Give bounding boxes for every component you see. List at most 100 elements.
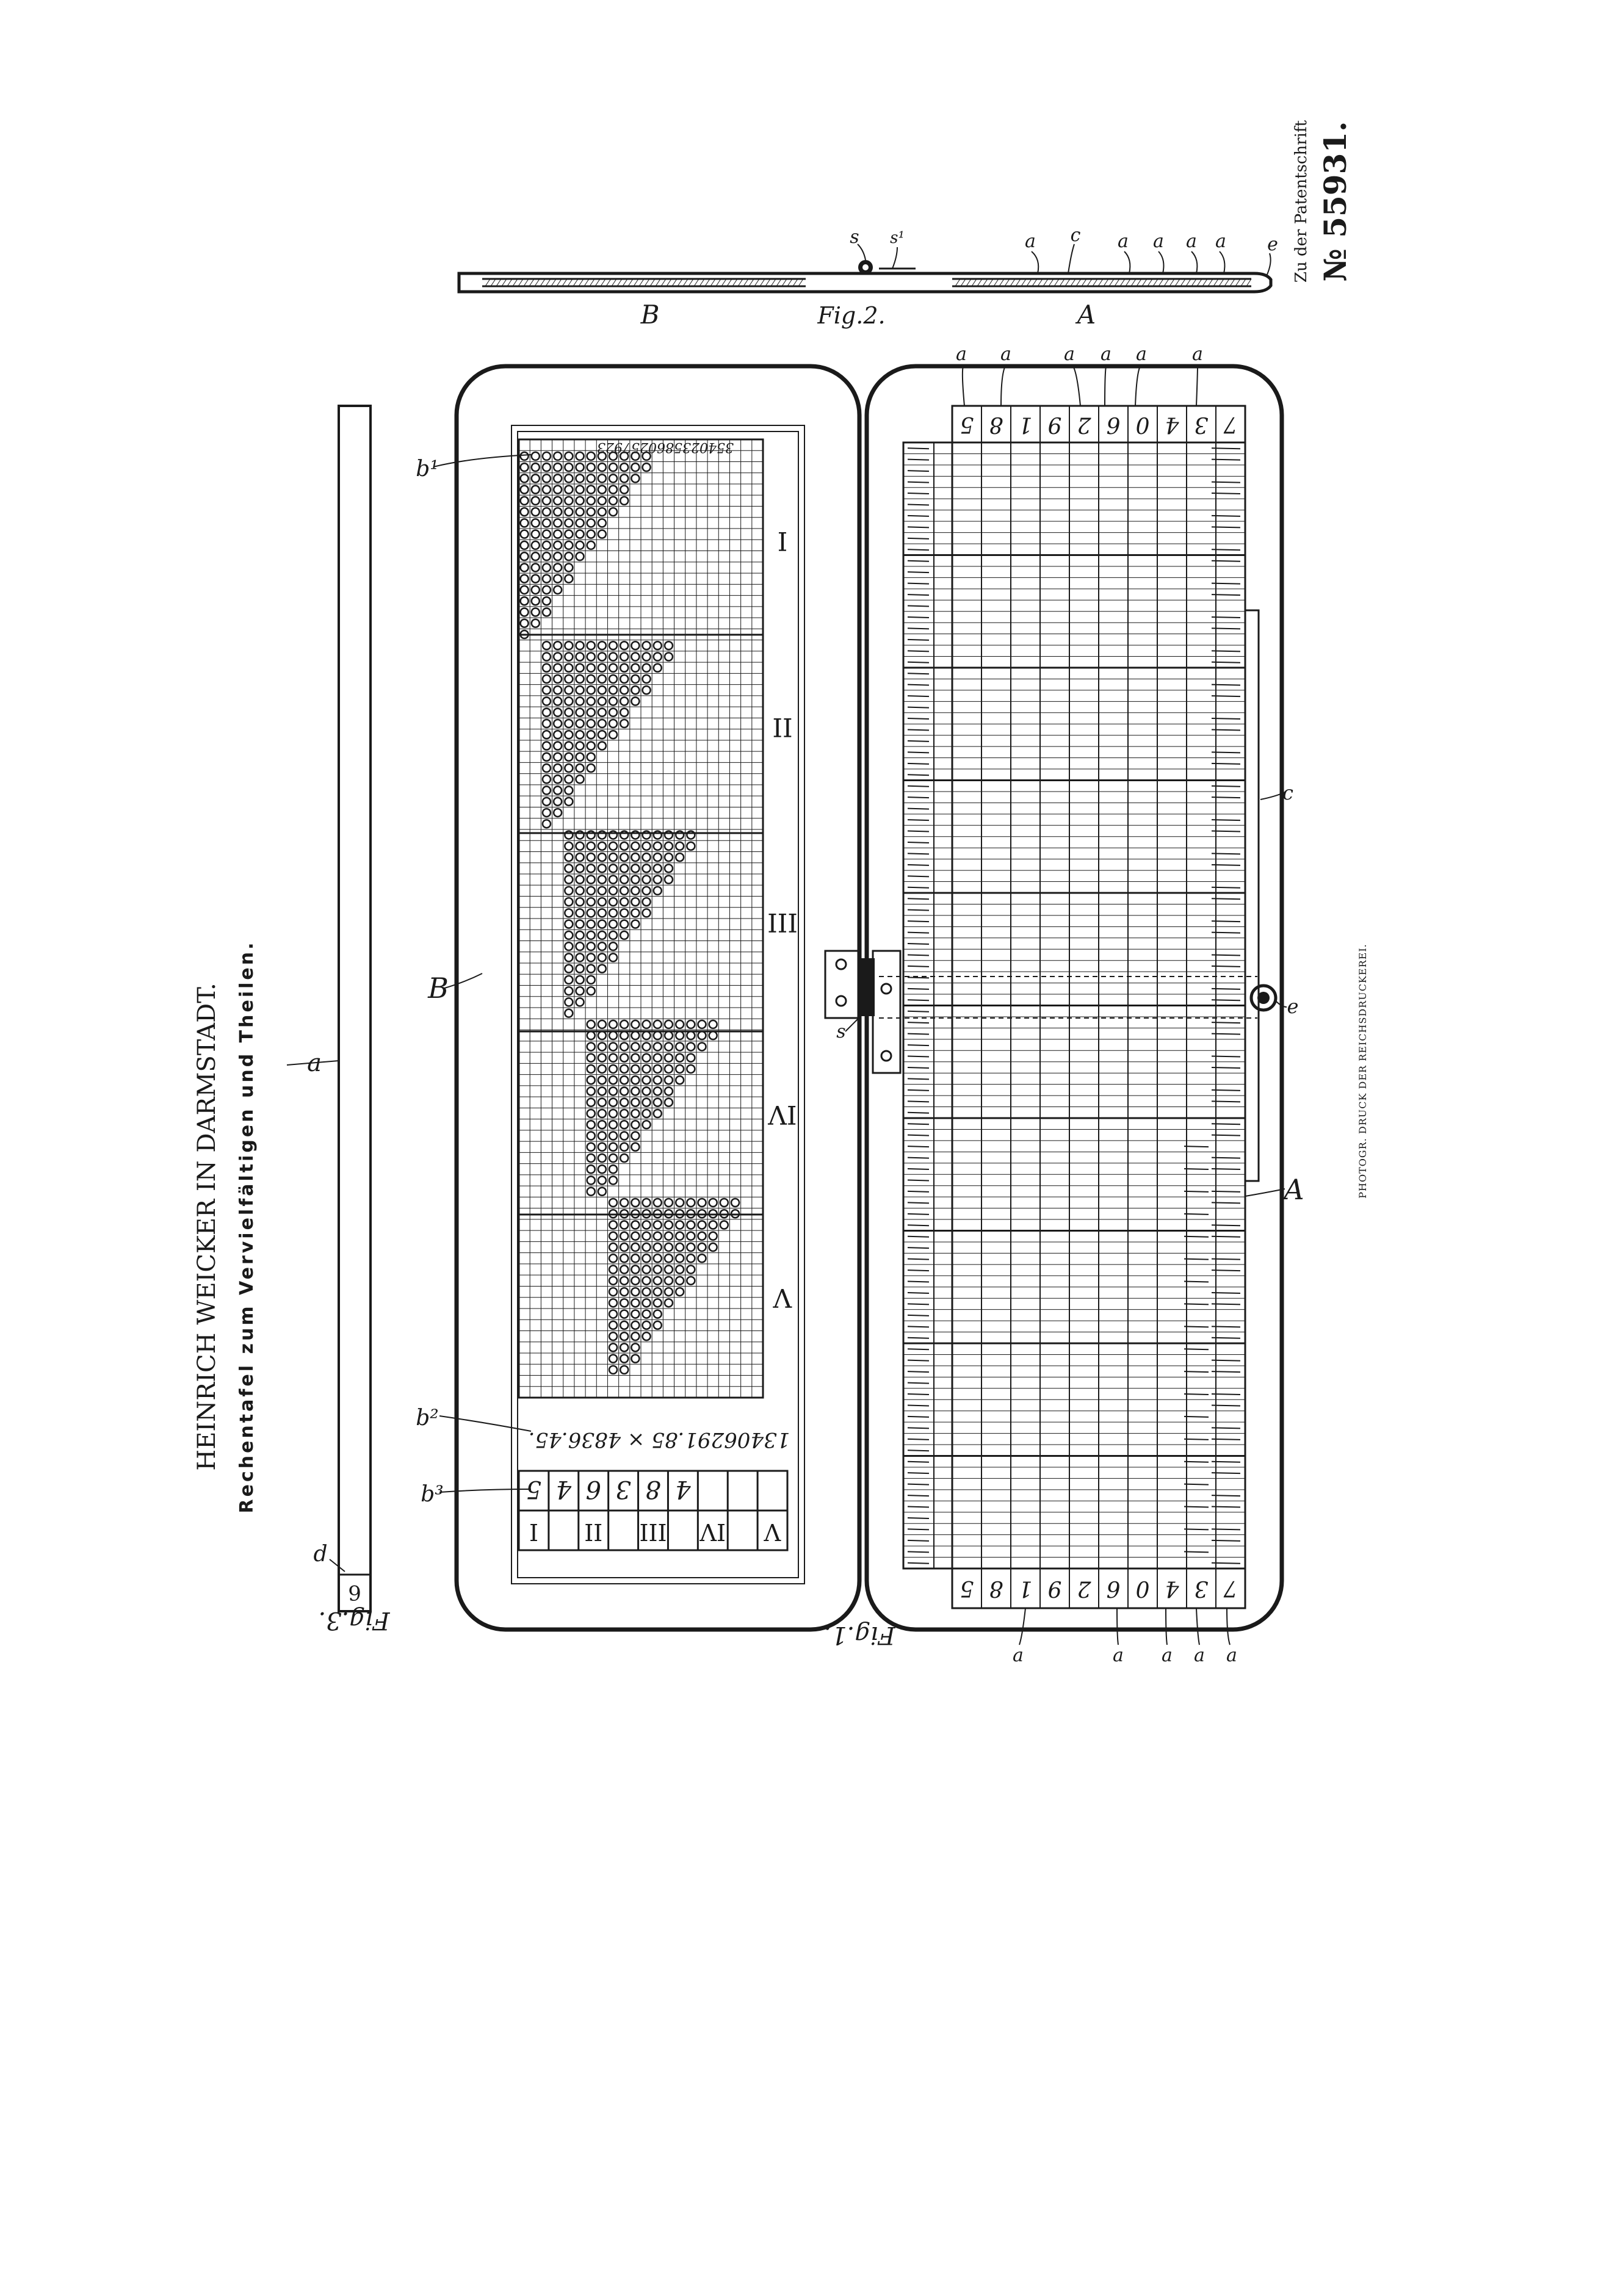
dot [674,1287,685,1297]
hatch-line [649,278,656,287]
dot [541,674,552,684]
row-mark [907,1314,930,1316]
hatch-line [600,278,606,287]
dot [552,640,563,651]
dot [642,1075,651,1085]
board-B-top-number: 3540235860257923 [597,439,734,455]
board-A-rows [903,447,1245,1564]
printer-credit-text: PHOTOGR. DRUCK DER REICHSDRUCKEREI. [1357,944,1368,1198]
hatch-line [611,278,617,287]
dot [619,718,629,729]
dot [697,1197,707,1208]
dot [586,1097,596,1107]
row-mark [1211,594,1241,596]
dot [575,718,585,729]
dot [586,1042,596,1052]
row-mark [907,549,930,551]
dot [642,830,651,840]
dot [652,1254,663,1263]
fig2-label-a4: a [1186,231,1197,252]
dot [608,652,618,662]
dot [586,941,596,951]
dot [608,1254,618,1263]
dot [564,886,574,896]
dot [631,1131,640,1141]
dot [530,607,541,617]
dot [674,1265,685,1274]
hatch-line [1026,278,1032,287]
dot [541,540,552,551]
row-mark [1184,1146,1209,1148]
hatch-line [1246,278,1252,287]
row-mark [1211,1089,1241,1091]
board-A-top-label-a: a [1000,344,1011,365]
dot [597,930,607,940]
dot [631,1343,640,1352]
dot [619,1030,629,1041]
hatch-line [584,278,590,287]
row-mark [1211,1066,1241,1069]
dot [586,707,596,718]
dot [642,1097,651,1107]
dot [608,1064,618,1074]
row-mark [1211,1393,1241,1396]
hatch-line [655,278,661,287]
dot [608,953,618,962]
fig2-caption: Fig.2. [817,302,885,329]
row-mark [1211,1404,1241,1407]
row-mark [907,1269,930,1272]
dot [663,1209,674,1219]
dot [541,451,552,461]
dot [608,1197,618,1208]
dot [642,1220,651,1230]
row-mark [1211,898,1241,900]
result-digit: 5 [526,1475,541,1503]
fig2-label-a1: a [1025,231,1036,252]
dot [631,1254,640,1263]
dot [586,1086,596,1096]
hatch-line [660,278,667,287]
row-mark [907,537,930,540]
dot [586,741,596,751]
hatch-line [682,278,689,287]
dot [597,1153,607,1163]
dot [652,1309,663,1319]
title-text: HEINRICH WEICKER IN DARMSTADT. [193,983,221,1471]
header-digit: 2 [1077,412,1092,437]
dot [564,964,574,973]
dot [597,451,607,461]
dot [642,1042,651,1052]
dot [575,496,585,506]
dot [619,1042,629,1052]
hatch-line [1125,278,1131,287]
dot [597,875,607,884]
row-mark [1211,853,1241,855]
row-mark [907,1202,930,1204]
dot [586,841,596,851]
dot [619,1254,629,1263]
hatch-line [960,278,966,287]
dot [597,886,607,896]
dot [631,1231,640,1241]
dot [608,696,618,706]
row-mark [907,1022,930,1024]
dot [608,507,618,517]
dot [697,1231,707,1241]
dot [586,908,596,918]
dot [642,652,651,662]
dot [541,796,552,807]
dot [586,730,596,740]
dot [686,1220,696,1230]
dot [674,1030,685,1041]
dot [697,1042,707,1052]
dot [674,1042,685,1052]
dot [642,875,651,884]
dot [652,1064,663,1074]
dot [608,930,618,940]
dot [619,496,629,506]
row-mark [907,1371,930,1373]
dot [642,1287,651,1297]
dot [586,964,596,973]
fig2-label-A: A [1075,300,1096,330]
